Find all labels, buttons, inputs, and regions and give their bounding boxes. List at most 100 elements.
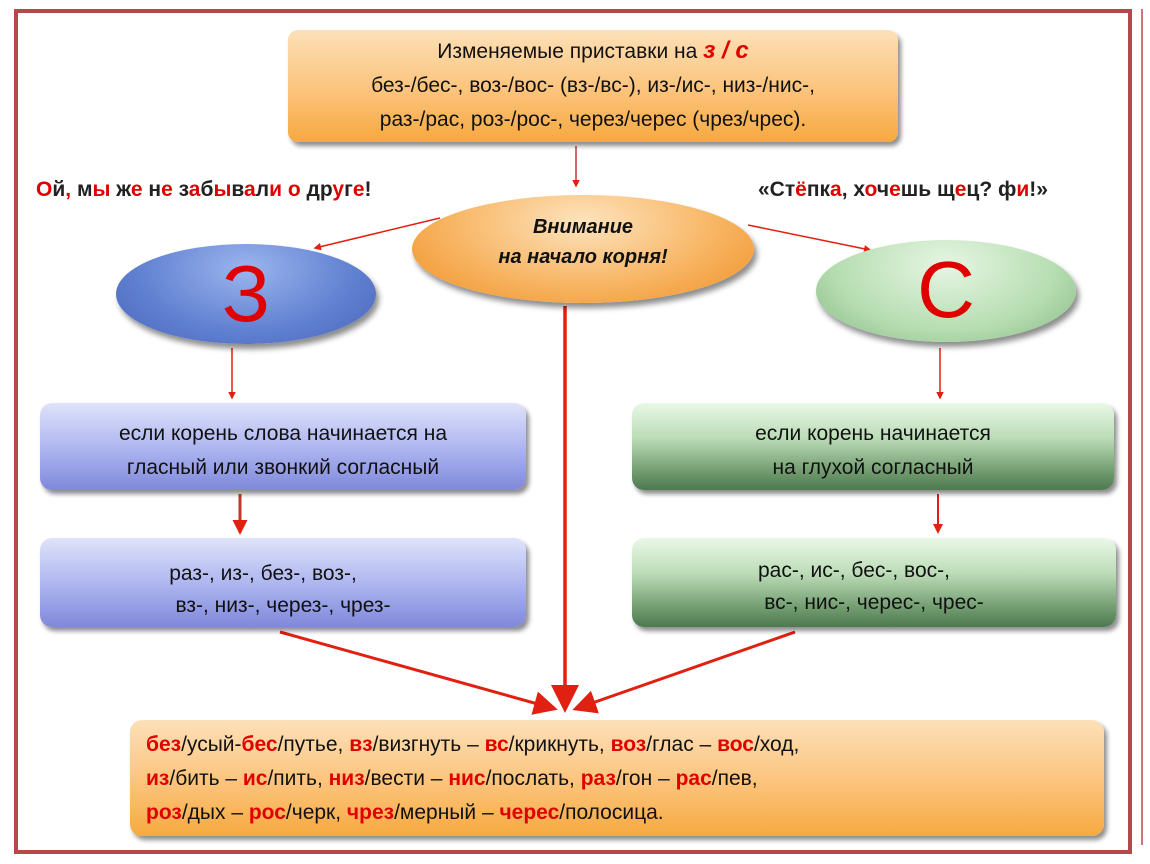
mnemonic-left-segment: н xyxy=(142,178,162,201)
mnemonic-left-segment: л xyxy=(255,178,270,201)
attention-ellipse: Внимание на начало корня! xyxy=(412,195,754,303)
attention-text: Внимание на начало корня! xyxy=(412,212,754,272)
example-segment: /крикнуть, xyxy=(508,733,611,756)
example-segment: чрез xyxy=(346,801,395,824)
example-segment: бес xyxy=(241,733,278,756)
example-segment: /визгнуть – xyxy=(372,733,485,756)
examples-line-3: роз/дых – рос/черк, чрез/мерный – черес/… xyxy=(146,796,1104,830)
prefixes-s-box: рас-, ис-, бес-, вос-, вс-, нис-, черес-… xyxy=(632,538,1116,627)
mnemonic-left-segment: , xyxy=(65,178,72,201)
example-segment: /усый- xyxy=(181,733,242,756)
letter-z-ellipse: З xyxy=(116,244,376,344)
mnemonic-right-segment: е xyxy=(954,178,967,201)
frame-top xyxy=(14,9,1132,13)
example-segment: /глас – xyxy=(646,733,718,756)
mnemonic-left-segment: ы xyxy=(92,178,111,201)
prefixes-z-line1: раз-, из-, без-, воз-, xyxy=(169,562,357,585)
condition-z-line2: гласный или звонкий согласный xyxy=(126,456,440,479)
mnemonic-right-segment: и xyxy=(1016,178,1030,201)
example-segment: /путье, xyxy=(277,733,350,756)
attention-line1: Внимание xyxy=(532,216,634,238)
letter-z: З xyxy=(221,249,271,338)
mnemonic-left-segment: й xyxy=(52,178,66,201)
condition-s-box: если корень начинается на глухой согласн… xyxy=(632,403,1114,490)
example-segment: воз xyxy=(610,733,647,756)
mnemonic-left-segment: О xyxy=(36,178,53,201)
frame-right xyxy=(1128,9,1132,854)
mnemonic-left-segment: е xyxy=(161,178,173,201)
arrow-prez-to-bottom xyxy=(279,630,558,715)
examples-line-1: без/усый-бес/путье, вз/визгнуть – вс/кри… xyxy=(146,728,1104,762)
mnemonic-left-segment: з xyxy=(172,178,189,201)
mnemonic-right-segment: ц? ф xyxy=(966,178,1017,201)
example-segment: вз xyxy=(349,733,373,756)
example-segment: рас xyxy=(675,767,712,790)
condition-s-line2: на глухой согласный xyxy=(772,456,974,479)
mnemonic-left-segment: о xyxy=(287,178,301,201)
mnemonic-right-segment: ё xyxy=(795,178,807,201)
mnemonic-left: Ой, мы же не забывали о друге! xyxy=(36,178,372,202)
example-segment: /черк, xyxy=(285,801,347,824)
example-segment: /послать, xyxy=(485,767,581,790)
prefixes-s-line1: рас-, ис-, бес-, вос-, xyxy=(758,559,950,582)
condition-z-line1: если корень слова начинается на xyxy=(118,422,448,445)
example-segment: нис xyxy=(448,767,486,790)
mnemonic-left-segment: др xyxy=(300,178,333,201)
example-segment: /полосица. xyxy=(559,801,664,824)
mnemonic-left-segment: ы xyxy=(213,178,232,201)
frame-left xyxy=(14,9,18,854)
mnemonic-right-segment: о xyxy=(864,178,877,201)
mnemonic-left-segment: и xyxy=(269,178,282,201)
top-box-line2: без-/бес-, воз-/вос- (вз-/вс-), из-/ис-,… xyxy=(371,74,815,97)
mnemonic-left-segment: г xyxy=(344,178,353,201)
mnemonic-right-segment: шь щ xyxy=(900,178,955,201)
example-segment: /пить, xyxy=(267,767,329,790)
mnemonic-right-segment: !» xyxy=(1029,178,1048,201)
top-box-line1-text: Изменяемые приставки на xyxy=(437,40,704,63)
example-segment: из xyxy=(146,767,170,790)
top-box-zs-highlight: з / с xyxy=(703,37,749,64)
prefixes-z-box: раз-, из-, без-, воз-, вз-, низ-, через-… xyxy=(40,538,526,627)
examples-box: без/усый-бес/путье, вз/визгнуть – вс/кри… xyxy=(130,720,1104,836)
example-segment: роз xyxy=(146,801,182,824)
example-segment: раз xyxy=(580,767,616,790)
prefixes-s-line2: вс-, нис-, черес-, чрес- xyxy=(764,591,984,614)
mnemonic-right-segment: ч xyxy=(876,178,890,201)
letter-s: С xyxy=(917,245,975,334)
example-segment: вс xyxy=(484,733,509,756)
example-segment: без xyxy=(146,733,182,756)
mnemonic-left-segment: у xyxy=(332,178,345,201)
mnemonic-right-segment: , х xyxy=(841,178,865,201)
mnemonic-right-segment: пк xyxy=(806,178,831,201)
mnemonic-left-segment: б xyxy=(200,178,214,201)
example-segment: /мерный – xyxy=(394,801,500,824)
condition-z-box: если корень слова начинается на гласный … xyxy=(40,403,526,490)
mnemonic-left-segment: м xyxy=(71,178,93,201)
mnemonic-left-segment: ж xyxy=(110,178,131,201)
letter-s-ellipse: С xyxy=(816,240,1076,342)
example-segment: /пев, xyxy=(711,767,758,790)
mnemonic-left-segment: е xyxy=(352,178,365,201)
mnemonic-left-segment: е xyxy=(130,178,143,201)
frame-right-shadow xyxy=(1141,9,1143,845)
mnemonic-left-segment: ! xyxy=(364,178,372,201)
top-box-line1: Изменяемые приставки на з / с xyxy=(288,30,898,69)
mnemonic-right-segment: «Ст xyxy=(758,178,796,201)
mnemonic-left-segment: в xyxy=(231,178,245,201)
mnemonic-right: «Стёпка, хочешь щец? фи!» xyxy=(758,178,1048,202)
mnemonic-right-segment: а xyxy=(830,178,842,201)
example-segment: /гон – xyxy=(615,767,676,790)
arrow-pres-to-bottom xyxy=(572,630,796,714)
frame-bottom xyxy=(14,850,1132,854)
example-segment: /дых – xyxy=(181,801,249,824)
examples-line-2: из/бить – ис/пить, низ/вести – нис/посла… xyxy=(146,762,1104,796)
prefixes-z-line2: вз-, низ-, через-, чрез- xyxy=(175,594,391,617)
mnemonic-right-segment: е xyxy=(889,178,901,201)
arrow-center-to-s xyxy=(747,224,872,253)
attention-line2: на начало корня! xyxy=(498,246,668,268)
example-segment: ис xyxy=(242,767,268,790)
example-segment: вос xyxy=(717,733,754,756)
example-segment: /бить – xyxy=(169,767,243,790)
example-segment: /ход, xyxy=(753,733,800,756)
example-segment: рос xyxy=(248,801,286,824)
